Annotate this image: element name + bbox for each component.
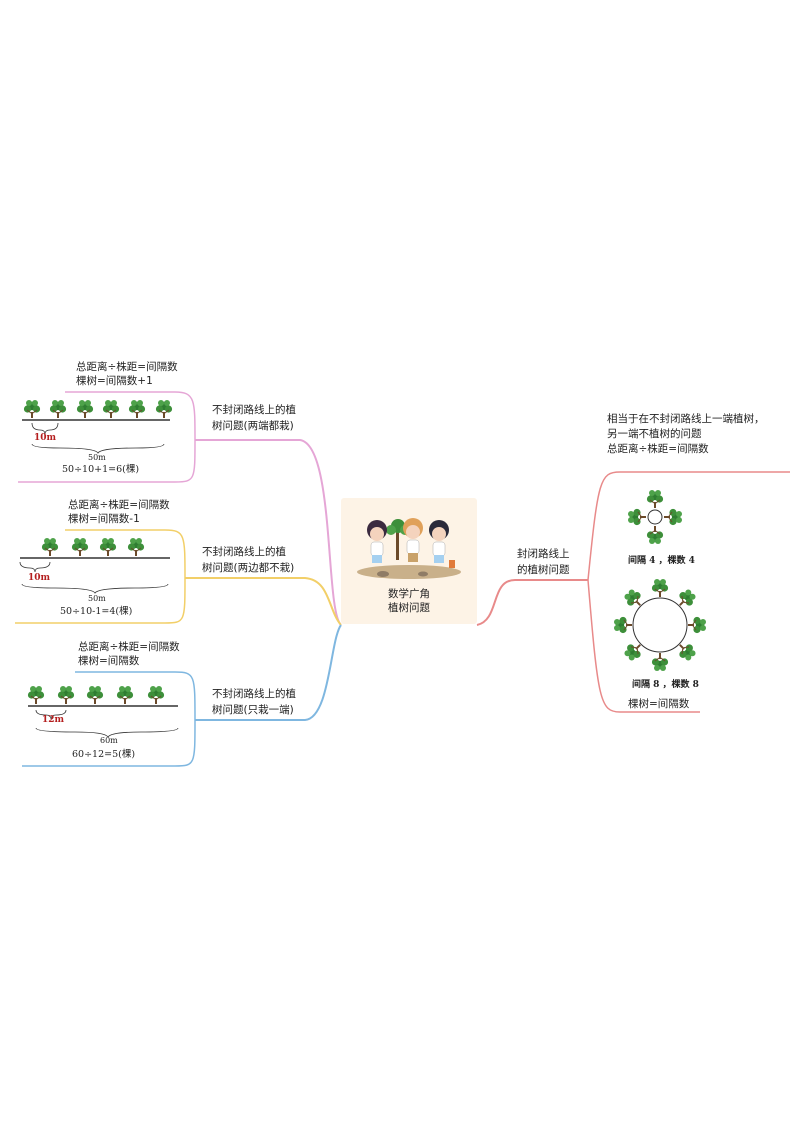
branch-label-neither-end-line1: 不封闭路线上的植 [202,546,286,558]
tree-icon [71,537,89,557]
connector-closed [476,579,588,626]
branch-label-both-ends-line1: 不封闭路线上的植 [212,404,296,416]
sub-connector-one-end-bottom [22,719,196,767]
formula-neither-end-line1: 总距离÷株距=间隔数 [68,499,170,511]
formula-both-ends-line1: 总距离÷株距=间隔数 [76,361,178,373]
sub-connector-closed-bottom [587,579,700,713]
center-title-line2: 植树问题 [388,602,430,614]
formula-one-end-line1: 总距离÷株距=间隔数 [78,641,180,653]
formula-one-end-line2: 棵树=间隔数 [78,655,140,667]
formula-both-ends-line2: 棵树=间隔数+1 [76,375,153,387]
total-both-ends: 50m [88,453,106,462]
large-circle-caption: 间隔 8 ，棵数 8 [632,680,699,690]
sub-connector-closed-top [587,471,790,581]
branch-label-closed-line2: 的植树问题 [517,564,570,576]
note-closed-line3: 总距离÷株距=间隔数 [607,443,709,455]
tree-icon [147,685,165,705]
center-topic-card: 数学广角 植树问题 [341,498,477,624]
children-planting-illustration [353,508,465,580]
tree-icon [687,616,707,634]
note-closed-line1: 相当于在不封闭路线上一端植树， [607,413,765,425]
tree-icon [646,489,664,509]
branch-label-closed-line1: 封闭路线上 [517,548,570,560]
tree-icon [57,685,75,705]
tree-icon [49,399,67,419]
sub-connector-neither-end-top [65,529,186,579]
tree-icon [646,525,664,545]
equation-one-end: 60÷12=5(棵) [72,749,136,760]
tree-icon [627,508,647,526]
tree-icon [102,399,120,419]
note-closed-line2: 另一端不植树的问题 [607,428,702,440]
small-circle-caption: 间隔 4 ，棵数 4 [628,556,695,566]
equation-neither-end: 50÷10-1=4(棵) [60,606,133,617]
diagram-one-end [27,685,179,738]
tree-icon [116,685,134,705]
sub-connector-both-ends-top [65,391,196,441]
branch-label-one-end-line2: 树问题(只栽一端) [212,704,294,716]
branch-label-one-end-line1: 不封闭路线上的植 [212,688,296,700]
tree-icon [663,508,683,526]
connector-neither-end [185,577,342,626]
tree-icon [155,399,173,419]
diagram-large-circle [613,578,707,672]
tree-icon [27,685,45,705]
equation-both-ends: 50÷10+1=6(棵) [62,464,140,475]
diagram-neither-end [19,537,170,594]
tree-icon [76,399,94,419]
sub-connector-both-ends-bottom [18,439,196,483]
closed-rule: 棵树=间隔数 [628,698,690,710]
diagram-both-ends [22,399,173,454]
tree-icon [613,616,633,634]
tree-icon [651,652,669,672]
sub-connector-one-end-top [75,671,196,721]
tree-icon [99,537,117,557]
tree-icon [86,685,104,705]
connector-one-end [195,624,342,721]
total-one-end: 60m [100,736,118,745]
sub-connector-neither-end-bottom [15,577,186,624]
diagram-small-circle [627,489,683,545]
tree-icon [41,537,59,557]
tree-icon [127,537,145,557]
branch-label-both-ends-line2: 树问题(两端都栽) [212,420,294,432]
interval-both-ends: 10m [34,433,57,443]
total-neither-end: 50m [88,594,106,603]
tree-icon [651,578,669,598]
tree-icon [23,399,41,419]
tree-icon [128,399,146,419]
connector-both-ends [195,439,342,626]
formula-neither-end-line2: 棵树=间隔数-1 [68,513,140,525]
center-title-line1: 数学广角 [388,588,430,600]
interval-neither-end: 10m [28,573,51,583]
interval-one-end: 12m [42,715,65,725]
branch-label-neither-end-line2: 树问题(两边都不栽) [202,562,295,574]
